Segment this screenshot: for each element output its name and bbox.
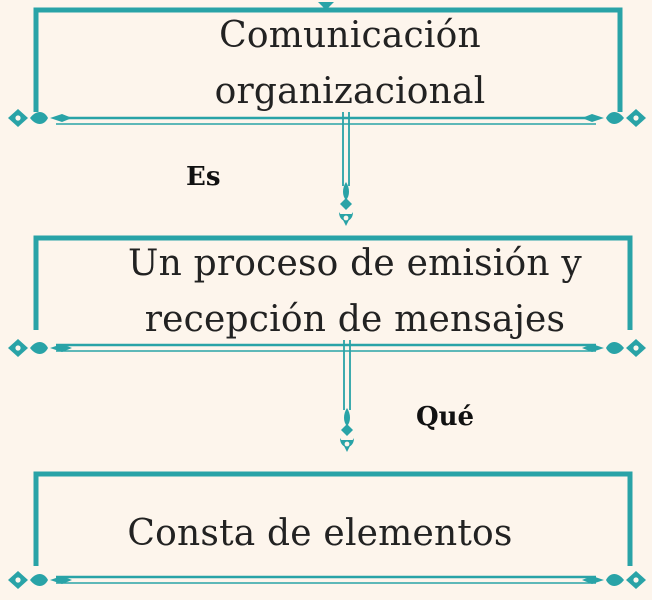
box-2-line-2: recepción de mensajes <box>144 299 566 340</box>
connector-drop-icon <box>339 182 353 226</box>
ornament-left-icon <box>8 339 72 357</box>
connector-2 <box>340 340 354 452</box>
box-1-line-1: Comunicación <box>219 15 481 56</box>
box-2-line-1: Un proceso de emisión y <box>128 243 582 284</box>
box-2-text: Un proceso de emisión y recepción de men… <box>110 240 600 344</box>
connector-drop-icon <box>340 408 354 452</box>
box-3-frame <box>8 471 646 589</box>
ornament-right-icon <box>582 571 646 589</box>
box-2-frame <box>8 235 646 357</box>
connector-label-que: Qué <box>416 402 475 432</box>
box-1-frame <box>8 2 646 127</box>
box-1-line-2: organizacional <box>214 71 486 112</box>
connector-label-es: Es <box>186 162 221 192</box>
box-3-line-1: Consta de elementos <box>127 513 513 554</box>
ornament-left-icon <box>8 571 72 589</box>
box-3-text: Consta de elementos <box>100 510 540 558</box>
connector-1 <box>339 112 353 226</box>
box-1-text: Comunicación organizacional <box>150 12 550 116</box>
